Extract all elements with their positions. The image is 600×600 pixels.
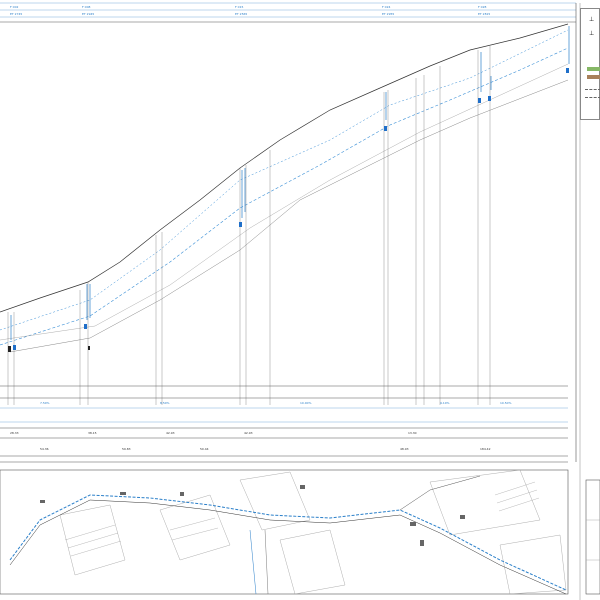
design-profile-upper [0, 47, 569, 346]
legend-dash-1 [585, 89, 600, 90]
header-sublabel: ET 2955 [382, 12, 394, 16]
legend-swatch-brown [587, 75, 600, 79]
legend-swatch-green [587, 67, 600, 71]
profile-data-table [0, 385, 568, 463]
profile-grey-lower-2 [0, 63, 569, 341]
gradient-label: 9.10% [440, 401, 450, 405]
profile-grey-lower [9, 79, 569, 353]
legend-panel: ⊥ ⊥ [580, 8, 600, 120]
design-profile-middle [0, 29, 569, 331]
header-label: F 015 [235, 5, 243, 9]
terrain-line [0, 23, 569, 313]
section-labels: 28.33 38.15 42.93 42.93 13.30 [10, 431, 417, 435]
header-strip [0, 2, 576, 23]
section-value: 28.33 [10, 431, 19, 435]
plan-view [0, 469, 569, 595]
header-sublabel: ET 2565 [235, 12, 247, 16]
section-value: 13.30 [408, 431, 417, 435]
header-labels: F 002 ET 2745 F 008 ET 2945 F 015 ET 2565 F 02… [10, 5, 490, 16]
header-label: F 024 [382, 5, 390, 9]
header-label: F 028 [478, 5, 486, 9]
header-label: F 008 [82, 5, 90, 9]
title-block [585, 479, 600, 595]
structure-markers [13, 68, 569, 350]
lower-labels: 54.36 59.83 50.44 48.93 184.42 [40, 447, 491, 451]
section-value: 38.15 [88, 431, 97, 435]
lower-value: 184.42 [480, 447, 491, 451]
header-label: F 002 [10, 5, 18, 9]
legend-dash-2 [585, 97, 600, 98]
gradient-label: 8.50% [160, 401, 170, 405]
dark-markers [8, 346, 90, 352]
lower-value: 59.83 [122, 447, 131, 451]
gradient-label: 10.00% [300, 401, 312, 405]
lower-value: 54.36 [40, 447, 49, 451]
legend-symbol-1-icon: ⊥ [589, 16, 595, 23]
lower-value: 50.44 [200, 447, 209, 451]
header-sublabel: ET 2815 [478, 12, 490, 16]
header-sublabel: ET 2745 [10, 12, 22, 16]
gradient-label: 10.50% [500, 401, 512, 405]
gradient-label: 7.50% [40, 401, 50, 405]
pipeline-route [9, 494, 567, 591]
pipe-uprights [10, 26, 570, 340]
section-value: 42.93 [166, 431, 175, 435]
legend-symbol-2-icon: ⊥ [589, 30, 595, 37]
lower-value: 48.93 [400, 447, 409, 451]
station-lines [7, 46, 491, 405]
section-value: 42.93 [244, 431, 253, 435]
header-sublabel: ET 2945 [82, 12, 94, 16]
gradient-labels: 7.50% 8.50% 10.00% 9.10% 10.50% [40, 401, 512, 405]
